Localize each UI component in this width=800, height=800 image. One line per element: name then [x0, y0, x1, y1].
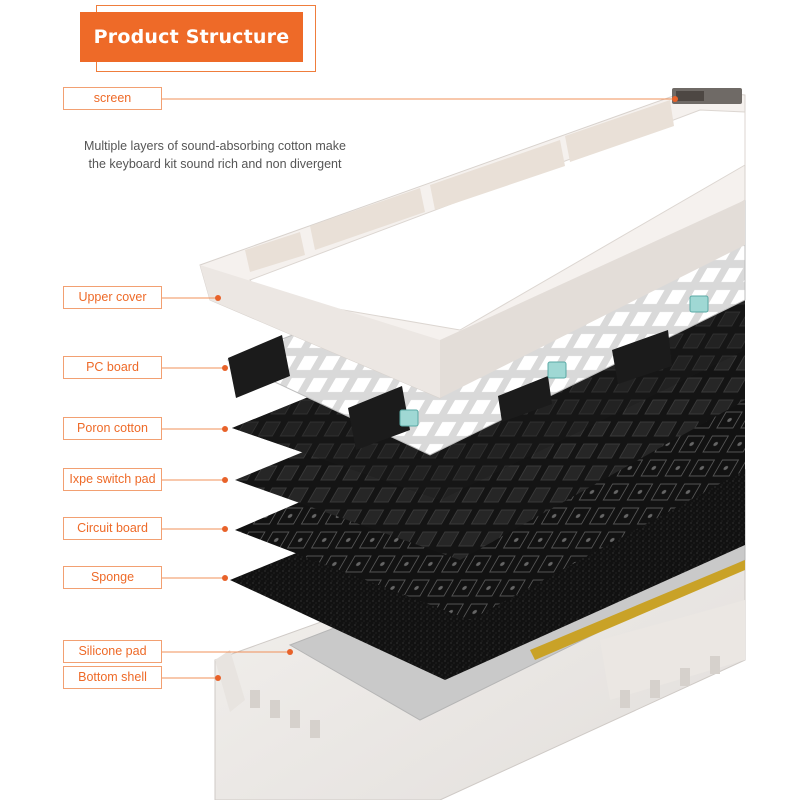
label-silicone-pad: Silicone pad: [63, 640, 162, 663]
description-line-2: the keyboard kit sound rich and non dive…: [88, 157, 342, 171]
page-title: Product Structure: [80, 12, 303, 62]
label-circuit-board: Circuit board: [63, 517, 162, 540]
leader-lines: [162, 98, 675, 679]
description: Multiple layers of sound-absorbing cotto…: [60, 137, 370, 173]
upper-cover-shape: [199, 88, 746, 399]
label-sponge: Sponge: [63, 566, 162, 589]
label-poron-cotton: Poron cotton: [63, 417, 162, 440]
label-upper-cover: Upper cover: [63, 286, 162, 309]
label-bottom-shell: Bottom shell: [63, 666, 162, 689]
label-pc-board: PC board: [63, 356, 162, 379]
description-line-1: Multiple layers of sound-absorbing cotto…: [84, 139, 346, 153]
label-screen: screen: [63, 87, 162, 110]
leader-dots: [215, 96, 678, 681]
label-ixpe-switch-pad: Ixpe switch pad: [63, 468, 162, 491]
